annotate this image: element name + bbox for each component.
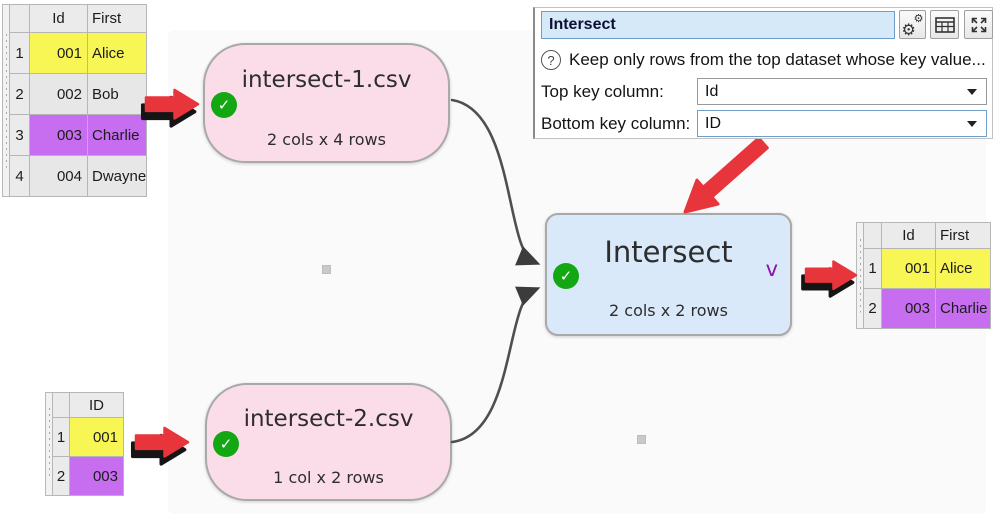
table-row: 2 003 [52, 456, 124, 496]
canvas-grid-dot [637, 435, 646, 444]
corner-header[interactable] [9, 4, 30, 33]
node-title: intersect-2.csv [243, 406, 414, 432]
check-ok-icon: ✓ [553, 263, 579, 289]
column-header[interactable]: ID [69, 392, 124, 418]
table-row: 2 002 Bob [9, 73, 148, 115]
cell-id[interactable]: 003 [881, 288, 936, 329]
select-value: Id [705, 83, 719, 100]
table-row: 2 003 Charlie [863, 288, 991, 329]
row-number[interactable]: 2 [863, 288, 882, 329]
cell-id[interactable]: 002 [29, 73, 88, 115]
cell-id[interactable]: 001 [69, 417, 124, 457]
column-header[interactable]: Id [29, 4, 88, 33]
node-subtitle: 2 cols x 2 rows [609, 301, 728, 320]
check-ok-icon: ✓ [213, 431, 239, 457]
row-number[interactable]: 1 [863, 248, 882, 289]
grid-view-button[interactable] [930, 10, 959, 39]
node-title: Intersect [604, 235, 733, 269]
transform-settings-panel: Intersect ⚙ ⚙ [533, 7, 993, 139]
cell-first[interactable]: Alice [86, 32, 148, 74]
output-indicator-badge: v [765, 257, 778, 281]
expand-icon [971, 17, 986, 32]
corner-header[interactable] [52, 392, 70, 418]
scrollbar[interactable] [45, 392, 52, 496]
cell-id[interactable]: 003 [69, 456, 124, 496]
node-intersect-2-csv[interactable]: intersect-2.csv 1 col x 2 rows ✓ [205, 383, 452, 501]
cell-first[interactable]: Alice [935, 248, 991, 289]
checkmark-glyph: ✓ [217, 96, 231, 114]
bottom-key-column-select[interactable]: ID [697, 110, 987, 137]
row-number[interactable]: 3 [9, 114, 30, 156]
cell-first[interactable]: Bob [86, 73, 148, 115]
cell-id[interactable]: 001 [881, 248, 936, 289]
table-row: 4 004 Dwayne [9, 155, 148, 197]
cell-id[interactable]: 001 [29, 32, 88, 74]
data-table-output: Id First 1 001 Alice 2 003 Charlie [856, 222, 991, 329]
select-value: ID [705, 115, 721, 132]
table-row: 1 001 Alice [863, 248, 991, 289]
checkmark-glyph: ✓ [559, 267, 573, 285]
settings-button[interactable]: ⚙ ⚙ [899, 10, 926, 39]
cell-id[interactable]: 004 [29, 155, 88, 197]
annotation-arrow-node-to-output-icon [801, 260, 858, 298]
node-intersect-1-csv[interactable]: intersect-1.csv 2 cols x 4 rows ✓ [203, 43, 450, 163]
dropdown-arrow-icon [967, 89, 977, 95]
node-subtitle: 2 cols x 4 rows [267, 130, 386, 149]
table-row: 1 001 [52, 417, 124, 457]
row-number[interactable]: 1 [52, 417, 70, 457]
column-header[interactable]: First [935, 222, 991, 249]
node-subtitle: 1 col x 2 rows [273, 468, 384, 487]
bottom-key-column-label: Bottom key column: [541, 114, 691, 133]
row-number[interactable]: 2 [52, 456, 70, 496]
transform-description: Keep only rows from the top dataset whos… [569, 50, 986, 69]
check-ok-icon: ✓ [211, 92, 237, 118]
node-intersect-transform[interactable]: Intersect 2 cols x 2 rows ✓ v [545, 213, 792, 336]
corner-header[interactable] [863, 222, 882, 249]
column-header[interactable]: Id [881, 222, 936, 249]
top-key-column-label: Top key column: [541, 82, 664, 101]
table-row: 1 001 Alice [9, 32, 148, 74]
dropdown-arrow-icon [967, 121, 977, 127]
table-icon [934, 16, 955, 33]
canvas-grid-dot [322, 265, 331, 274]
top-key-column-select[interactable]: Id [697, 78, 987, 105]
cell-id[interactable]: 003 [29, 114, 88, 156]
expand-button[interactable] [964, 10, 993, 39]
row-number[interactable]: 2 [9, 73, 30, 115]
table-row: 3 003 Charlie [9, 114, 148, 156]
checkmark-glyph: ✓ [219, 435, 233, 453]
transform-name-input[interactable]: Intersect [541, 11, 895, 39]
annotation-arrow-table-to-node2-icon [130, 426, 190, 466]
node-title: intersect-1.csv [241, 67, 412, 93]
row-number[interactable]: 1 [9, 32, 30, 74]
column-header[interactable]: First [86, 4, 148, 33]
gear-icon: ⚙ ⚙ [901, 11, 924, 39]
data-table-top-input: Id First 1 001 Alice 2 002 Bob 3 003 Cha… [2, 4, 148, 197]
cell-first[interactable]: Charlie [935, 288, 991, 329]
data-table-bottom-input: ID 1 001 2 003 [45, 392, 124, 496]
cell-first[interactable]: Charlie [86, 114, 148, 156]
scrollbar[interactable] [2, 4, 9, 197]
annotation-arrow-table-to-node1-icon [140, 88, 200, 128]
help-icon[interactable]: ? [541, 50, 561, 70]
cell-first[interactable]: Dwayne [86, 155, 148, 197]
row-number[interactable]: 4 [9, 155, 30, 197]
